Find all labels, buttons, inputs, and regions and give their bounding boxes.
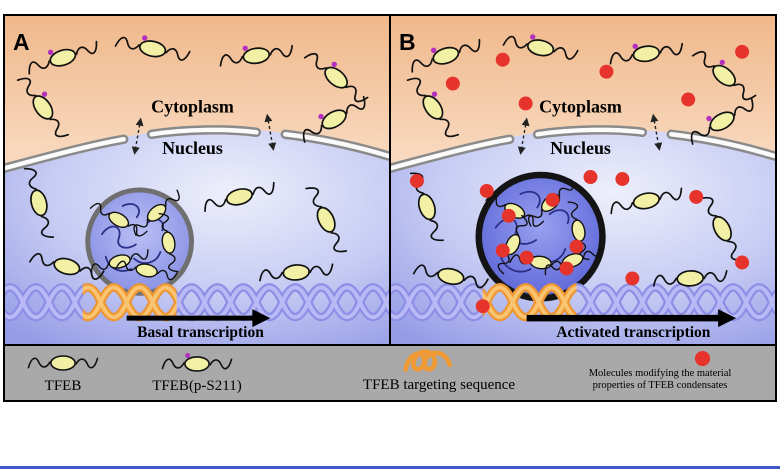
tfeb-molecule [158, 212, 179, 273]
phospho-dot [142, 35, 148, 41]
legend-bar: TFEB TFEB(p-S211) TFEB targeting sequenc… [5, 344, 775, 400]
legend-item-tfeb: TFEB [15, 349, 111, 395]
tfeb-molecule [652, 270, 728, 287]
panels-row: A Cytoplasm Nucleus Basal transcription … [5, 16, 775, 344]
figure-frame: A Cytoplasm Nucleus Basal transcription … [3, 14, 777, 402]
modifier-molecule-label: Molecules modifying the material propert… [588, 368, 732, 391]
modifier-molecule-dot [519, 250, 534, 265]
phospho-dot [242, 45, 248, 51]
tfeb-ps211-molecule [28, 40, 98, 75]
tfeb-molecule [305, 187, 348, 253]
tfeb-molecule [90, 249, 149, 274]
tfeb-label: TFEB [44, 378, 82, 394]
phospho-dot [530, 34, 536, 40]
tfeb-molecule [204, 181, 275, 213]
nucleus-label: Nucleus [162, 138, 223, 158]
tfeb-molecule [23, 167, 55, 238]
transcription-label: Basal transcription [137, 324, 264, 341]
modifier-molecule-dot [475, 299, 490, 314]
panel-b-artwork: B Cytoplasm Nucleus Activated transcript… [391, 16, 775, 344]
modifier-molecule-dot [625, 271, 640, 286]
phospho-dot [47, 49, 54, 55]
phospho-dot [318, 113, 324, 120]
modifier-molecule-dot [479, 183, 494, 198]
phospho-dot [706, 115, 712, 122]
tfeb-molecule [115, 260, 178, 281]
modifier-molecule-dot [518, 96, 533, 111]
phospho-dot [41, 91, 48, 97]
tfeb-molecule [610, 187, 683, 215]
cytoplasm-label: Cytoplasm [151, 96, 234, 116]
tfeb-ps211-molecule [114, 35, 191, 61]
panel-a: A Cytoplasm Nucleus Basal transcription [5, 16, 391, 344]
nuclear-transport-arrow [517, 117, 530, 155]
tfeb-molecule [89, 202, 148, 237]
tfeb-ps211-symbol [161, 353, 233, 372]
bottom-border-line [0, 466, 780, 469]
modifier-molecule-dot [681, 92, 696, 107]
tfeb-ps211-molecule [690, 97, 754, 145]
tfeb-ps211-molecule [16, 77, 70, 138]
tfeb-ps211-molecule [302, 95, 366, 143]
modifier-molecule-dot [615, 172, 630, 186]
tfeb-ps211-molecule [502, 34, 579, 60]
legend-item-tfeb-ps211: TFEB(p-S211) [135, 349, 259, 395]
tfeb-ps211-molecule [411, 38, 481, 73]
tfeb-ps211-molecule [406, 77, 459, 138]
panel-label: A [13, 29, 30, 55]
modifier-molecule-dot [409, 174, 424, 188]
targeting-sequence-label: TFEB targeting sequence [362, 377, 516, 393]
modifier-molecule-dot [583, 170, 598, 184]
tfeb-molecule [259, 263, 334, 282]
modifier-molecule-dot [735, 255, 750, 270]
modifier-molecule-dot [495, 52, 510, 67]
modifier-molecule-dot [495, 243, 510, 258]
nuclear-transport-arrow [650, 113, 663, 151]
tfeb-molecule [27, 355, 99, 371]
cytoplasm-label: Cytoplasm [539, 96, 622, 116]
modifier-molecule-dot [545, 192, 560, 207]
modifier-molecule-dot [599, 64, 614, 79]
tfeb-condensate [475, 171, 606, 302]
phospho-dot [632, 43, 638, 49]
modifier-molecule-dot [501, 208, 516, 223]
modifier-molecule-dot [735, 44, 750, 59]
tfeb-molecule [133, 189, 180, 236]
tfeb-ps211-label: TFEB(p-S211) [152, 378, 242, 394]
phospho-dot [719, 59, 725, 66]
nuclear-transport-arrow [264, 113, 277, 151]
modifier-molecule-dot [559, 261, 574, 276]
nuclear-transport-arrow [131, 117, 144, 155]
transcription-label: Activated transcription [556, 324, 710, 341]
tfeb-ps211-molecule [161, 353, 233, 372]
targeting-sequence-symbol [403, 349, 452, 372]
phospho-dot [431, 91, 438, 97]
nucleus-label: Nucleus [550, 138, 611, 158]
panel-a-artwork: A Cytoplasm Nucleus Basal transcription [5, 16, 389, 344]
tfeb-ps211-molecule [691, 50, 757, 101]
phospho-dot [430, 47, 437, 54]
modifier-molecule-dot [445, 76, 460, 91]
tfeb-ps211-molecule [303, 52, 369, 103]
modifier-molecule-dot [689, 189, 704, 204]
tfeb-symbol [27, 355, 99, 371]
modifier-molecule-symbol [694, 350, 711, 367]
phospho-dot [185, 353, 191, 359]
tfeb-molecule [29, 252, 105, 280]
panel-label: B [399, 29, 416, 55]
modifier-molecule-dot [569, 239, 584, 254]
tfeb-ps211-molecule [609, 42, 684, 65]
tfeb-molecule [412, 264, 489, 289]
tfeb-condensate [85, 187, 195, 296]
tfeb-molecule [699, 196, 745, 261]
phospho-dot [331, 61, 337, 68]
panel-b: B Cytoplasm Nucleus Activated transcript… [391, 16, 775, 344]
tfeb-ps211-molecule [219, 44, 294, 67]
